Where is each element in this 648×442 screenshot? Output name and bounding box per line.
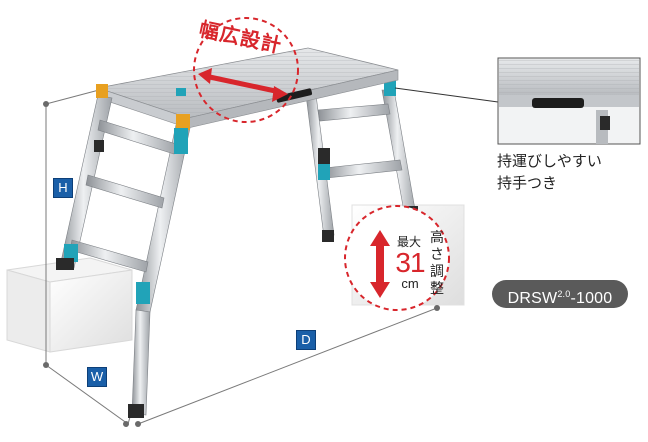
height-adjust-char: 高 (430, 230, 444, 246)
white-block-left (6, 257, 133, 353)
model-badge: DRSW2.0-1000 (492, 280, 628, 308)
max-height-label: 最大 (397, 235, 422, 249)
front-legs (56, 84, 191, 418)
model-superscript: 2.0 (557, 289, 571, 299)
height-adjust-char: 整 (430, 281, 444, 297)
handle-caption: 持運びしやすい 持手つき (497, 150, 642, 194)
dimension-endpoints (43, 101, 440, 427)
model-suffix: -1000 (570, 290, 613, 307)
depth-dimension-label: D (296, 330, 316, 350)
dimension-lines (45, 89, 438, 425)
height-adjust-callout (344, 205, 450, 311)
model-name: DRSW (507, 290, 558, 307)
max-height-unit: cm (401, 276, 419, 291)
up-down-arrow-icon (370, 230, 390, 298)
handle-detail-inset (394, 57, 641, 145)
wide-design-callout (193, 17, 299, 123)
handle-caption-line2: 持手つき (497, 174, 558, 192)
height-adjust-char: 調 (430, 264, 444, 280)
height-dimension-label: H (53, 178, 73, 198)
handle-caption-line1: 持運びしやすい (497, 152, 602, 170)
width-dimension-label: W (87, 367, 107, 387)
max-height-value: 31 (395, 247, 425, 278)
height-adjust-char: さ (430, 247, 444, 263)
height-adjust-label: 高 さ 調 整 (428, 230, 446, 298)
